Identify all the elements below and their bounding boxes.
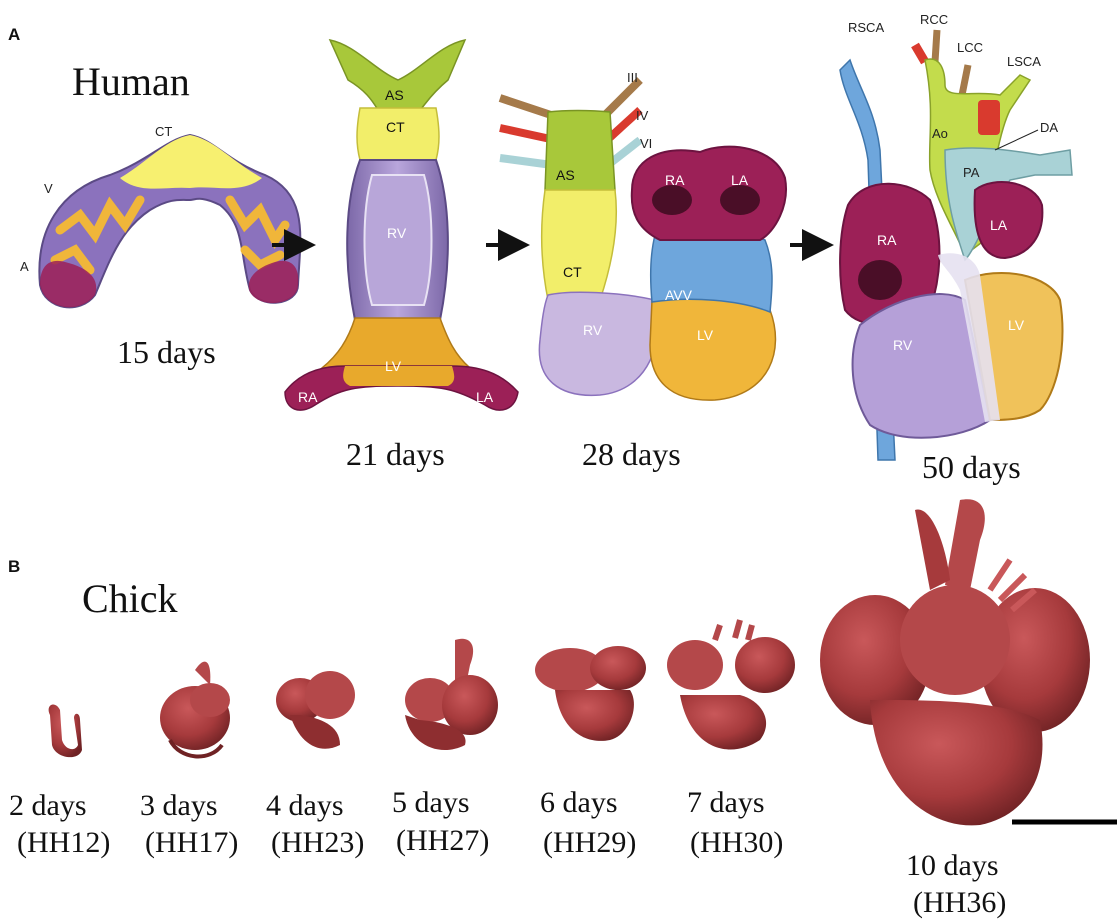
ra-lumen-50 <box>858 260 902 300</box>
label-lsca: LSCA <box>1007 54 1041 69</box>
chick-age-6: 6 days <box>540 786 618 819</box>
label-lv-28: LV <box>697 327 714 343</box>
label-ra-21: RA <box>298 389 318 405</box>
chick-stage-5: (HH27) <box>396 824 489 857</box>
panel-b-title: Chick <box>82 576 178 621</box>
lv-28 <box>650 296 775 400</box>
panel-a-letter: A <box>8 25 20 44</box>
chick-heart-10-days <box>820 499 1090 825</box>
chick-stage-10: (HH36) <box>913 886 1006 919</box>
label-da: DA <box>1040 120 1058 135</box>
label-ao: Ao <box>932 126 948 141</box>
ra-lumen-28 <box>652 185 692 215</box>
rsca-vessel <box>915 45 925 62</box>
arch-vi <box>500 158 552 165</box>
da-red-50 <box>978 100 1000 135</box>
chick-age-7: 7 days <box>687 786 765 819</box>
label-la-50: LA <box>990 217 1008 233</box>
human-heart-28-days: III IV VI AS RA LA CT AVV RV LV 28 days <box>500 70 786 472</box>
label-a-15: A <box>20 259 29 274</box>
label-lcc: LCC <box>957 40 983 55</box>
chick-stage-3: (HH17) <box>145 826 238 859</box>
label-ra-50: RA <box>877 232 897 248</box>
rcc-vessel <box>935 30 937 62</box>
chick-stage-4: (HH23) <box>271 826 364 859</box>
label-ra-28: RA <box>665 172 685 188</box>
age-28-days: 28 days <box>582 436 681 472</box>
label-rv-28: RV <box>583 322 603 338</box>
label-la-21: LA <box>476 389 494 405</box>
label-la-28: LA <box>731 172 749 188</box>
chick-heart-7-days <box>667 620 795 750</box>
as-28 <box>545 111 615 198</box>
age-15-days: 15 days <box>117 334 216 370</box>
chick-stage-2: (HH12) <box>17 826 110 859</box>
label-avv-28: AVV <box>665 287 693 303</box>
label-rsca: RSCA <box>848 20 884 35</box>
label-rv-50: RV <box>893 337 913 353</box>
chick-heart-4-days <box>276 671 355 749</box>
label-as-28: AS <box>556 167 575 183</box>
chick-age-3: 3 days <box>140 789 218 822</box>
chick-age-2: 2 days <box>9 789 87 822</box>
chick-heart-3-days <box>160 662 230 757</box>
label-iv-28: IV <box>636 108 649 123</box>
label-ct-28: CT <box>563 264 582 280</box>
chick-age-10: 10 days <box>906 849 999 882</box>
label-as-21: AS <box>385 87 404 103</box>
label-lv-50: LV <box>1008 317 1025 333</box>
label-lv-21: LV <box>385 358 402 374</box>
label-ct-15: CT <box>155 124 172 139</box>
panel-a-title: Human <box>72 59 190 104</box>
label-rcc: RCC <box>920 12 948 27</box>
chick-age-4: 4 days <box>266 789 344 822</box>
rv-28 <box>539 292 658 395</box>
human-heart-50-days: RSCA RCC LCC LSCA DA Ao PA RA LA RV LV 5… <box>840 12 1072 485</box>
age-50-days: 50 days <box>922 449 1021 485</box>
lcc-vessel <box>962 65 968 95</box>
la-lumen-28 <box>720 185 760 215</box>
panel-b-letter: B <box>8 557 20 576</box>
chick-stage-6: (HH29) <box>543 826 636 859</box>
ct-28 <box>542 190 617 300</box>
chick-heart-2-days <box>49 705 82 758</box>
chick-heart-6-days <box>535 646 646 741</box>
chick-labels: 2 days (HH12) 3 days (HH17) 4 days (HH23… <box>9 786 1006 919</box>
chick-stage-7: (HH30) <box>690 826 783 859</box>
human-heart-21-days: AS CT RV LV RA LA 21 days <box>285 40 518 472</box>
label-iii-28: III <box>627 70 638 85</box>
label-v-15: V <box>44 181 53 196</box>
label-vi-28: VI <box>640 136 652 151</box>
chick-heart-5-days <box>405 639 498 750</box>
label-pa: PA <box>963 165 980 180</box>
chick-age-5: 5 days <box>392 786 470 819</box>
age-21-days: 21 days <box>346 436 445 472</box>
human-heart-15-days: CT V A 15 days <box>20 124 300 370</box>
label-ct-21: CT <box>386 119 405 135</box>
label-rv-21: RV <box>387 225 407 241</box>
la-50 <box>975 182 1043 258</box>
